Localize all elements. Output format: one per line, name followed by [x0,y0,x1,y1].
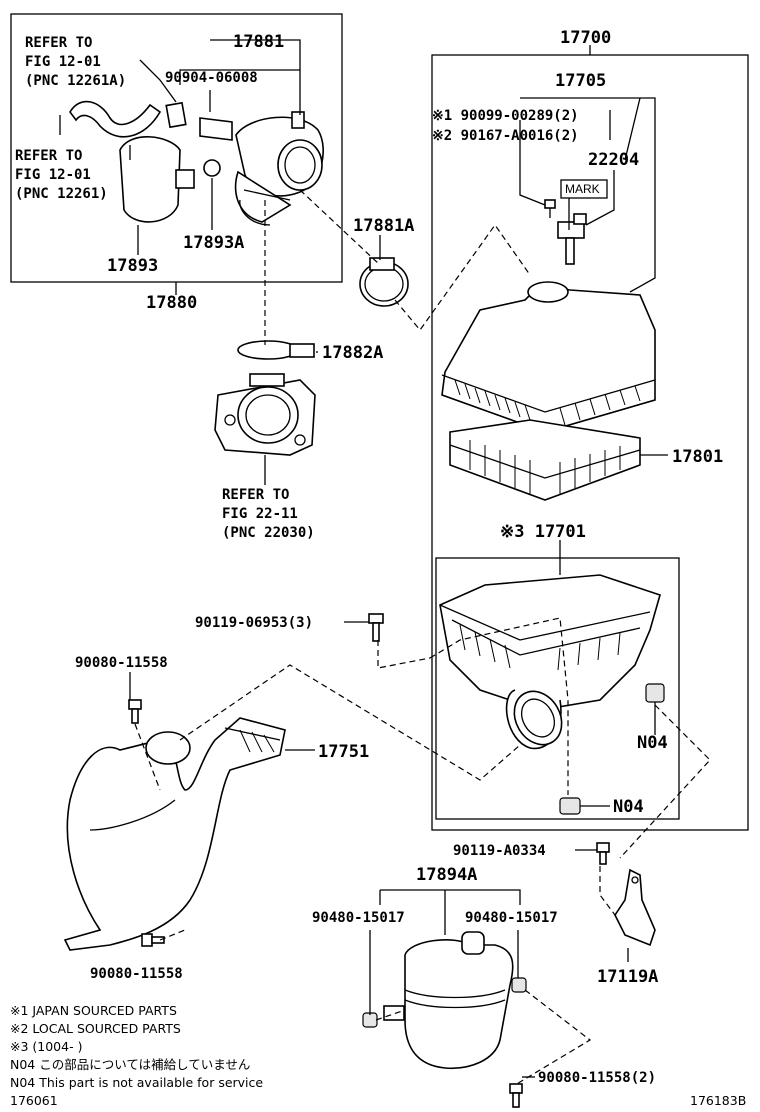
label-90904-06008: 90904-06008 [165,70,258,86]
label-refer-fig-2211-line3: (PNC 22030) [222,525,315,541]
label-17700: 17700 [560,28,611,48]
hose-clamp-17881a-drawing [359,257,409,307]
air-cleaner-case-drawing [439,574,661,750]
air-cleaner-cap-drawing [441,281,656,433]
figure-code-left: 176061 [10,1093,58,1108]
note-production-range: ※3 (1004- ) [10,1039,82,1054]
label-17893a: 17893A [183,233,244,253]
label-refer-fig-1201a-line1: REFER TO [25,35,92,51]
bracket-17119a-drawing [614,868,656,947]
label-n04-b: N04 [613,797,644,817]
label-n04-a: N04 [637,733,668,753]
label-17880: 17880 [146,293,197,313]
note-n04-japanese: N04 この部品については補給していません [10,1057,250,1072]
label-17705: 17705 [555,71,606,91]
air-filter-element-drawing [449,419,641,501]
label-17801: 17801 [672,447,723,467]
label-90080-11558-top: 90080-11558 [75,655,168,671]
label-17881a: 17881A [353,216,414,236]
label-22204: 22204 [588,150,639,170]
air-hose-drawing [69,100,187,138]
clip-17893a-drawing [203,159,221,177]
bolt-90080-2-drawing [509,1083,523,1108]
label-17751: 17751 [318,742,369,762]
label-90119-06953: 90119-06953(3) [195,615,313,631]
intake-connector-drawing [199,111,324,226]
grommet-n04-b-drawing [559,797,581,815]
dashed-connection-lines [134,189,711,1086]
label-mark: MARK [565,182,600,196]
resonator-drawing [119,136,195,223]
frame-17701 [435,557,680,820]
bolt-90119-a0334-drawing [596,842,610,865]
note-n04-english: N04 This part is not available for servi… [10,1075,263,1090]
intake-duct-drawing [63,717,286,951]
bolt-90080-bottom-drawing [141,933,165,947]
figure-code-right: 176183B [690,1093,746,1108]
label-90080-11558-bottom: 90080-11558 [90,966,183,982]
mark-box [560,179,608,199]
label-17701: ※3 17701 [500,522,586,542]
label-90099-00289: ※1 90099-00289(2) [432,108,579,124]
label-refer-fig-1201a-line3: (PNC 12261A) [25,73,126,89]
throttle-body-drawing [214,373,316,456]
label-90080-11558-2: 90080-11558(2) [538,1070,656,1086]
note-japan-sourced: ※1 JAPAN SOURCED PARTS [10,1003,177,1018]
label-17881: 17881 [233,32,284,52]
label-refer-fig-1201-line2: FIG 12-01 [15,167,91,183]
mass-air-flow-sensor-drawing [557,213,587,265]
leader-lines [59,39,668,1078]
grommet-90480-right-drawing [511,977,527,993]
label-90480-15017-right: 90480-15017 [465,910,558,926]
label-refer-fig-2211-line1: REFER TO [222,487,289,503]
label-90119-a0334: 90119-A0334 [453,843,546,859]
label-17119a: 17119A [597,967,658,987]
label-refer-fig-1201a-line2: FIG 12-01 [25,54,101,70]
bolt-90080-top-drawing [128,699,142,724]
label-refer-fig-1201-line1: REFER TO [15,148,82,164]
grommet-90480-left-drawing [362,1012,378,1028]
label-refer-fig-2211-line2: FIG 22-11 [222,506,298,522]
label-17882a: 17882A [322,343,383,363]
resonator-17894a-drawing [383,931,514,1070]
label-90480-15017-left: 90480-15017 [312,910,405,926]
bolt-90099-drawing [544,199,556,218]
label-17894a: 17894A [416,865,477,885]
grommet-n04-a-drawing [645,683,665,703]
label-90167-a0016: ※2 90167-A0016(2) [432,128,579,144]
note-local-sourced: ※2 LOCAL SOURCED PARTS [10,1021,181,1036]
label-refer-fig-1201-line3: (PNC 12261) [15,186,108,202]
hose-clamp-17882a-drawing [237,340,315,360]
label-17893: 17893 [107,256,158,276]
bolt-90119-06953-drawing [368,613,384,642]
